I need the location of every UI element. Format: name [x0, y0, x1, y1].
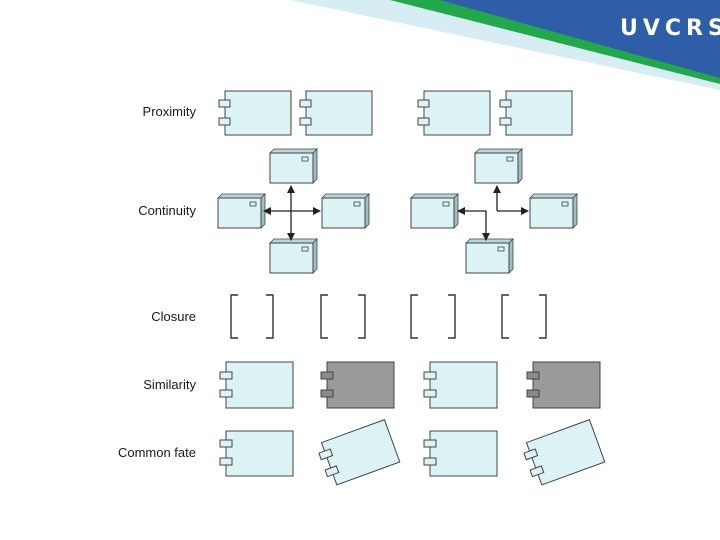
logo: UVCRS	[620, 16, 720, 41]
node-box	[465, 238, 514, 274]
component-box-rotated	[523, 419, 606, 486]
component-box-dark	[526, 361, 601, 409]
component-box	[219, 430, 294, 477]
label-closure: Closure	[151, 309, 196, 324]
common-fate-row	[219, 419, 606, 486]
node-box	[321, 193, 370, 229]
component-box-dark	[320, 361, 395, 409]
proximity-group-right	[417, 90, 573, 136]
label-proximity: Proximity	[142, 104, 196, 119]
node-box	[269, 148, 318, 184]
header-blue-band	[440, 0, 720, 78]
label-similarity: Similarity	[143, 377, 196, 392]
component-box	[417, 90, 491, 136]
label-common-fate: Common fate	[117, 445, 196, 460]
node-box	[217, 193, 266, 229]
node-box	[410, 193, 459, 229]
component-box	[299, 90, 373, 136]
proximity-group-left	[218, 90, 373, 136]
node-box	[269, 238, 318, 274]
closure-brackets	[230, 294, 547, 339]
continuity-group-right	[410, 148, 578, 274]
component-box	[423, 430, 498, 477]
continuity-group-left	[217, 148, 370, 274]
component-box	[219, 361, 294, 409]
header-banner	[290, 0, 720, 90]
component-box	[423, 361, 498, 409]
similarity-row	[219, 361, 601, 409]
component-box	[499, 90, 573, 136]
label-continuity: Continuity	[138, 203, 196, 218]
component-box	[218, 90, 292, 136]
node-box	[529, 193, 578, 229]
component-box-rotated	[318, 419, 401, 486]
node-box	[474, 148, 523, 184]
